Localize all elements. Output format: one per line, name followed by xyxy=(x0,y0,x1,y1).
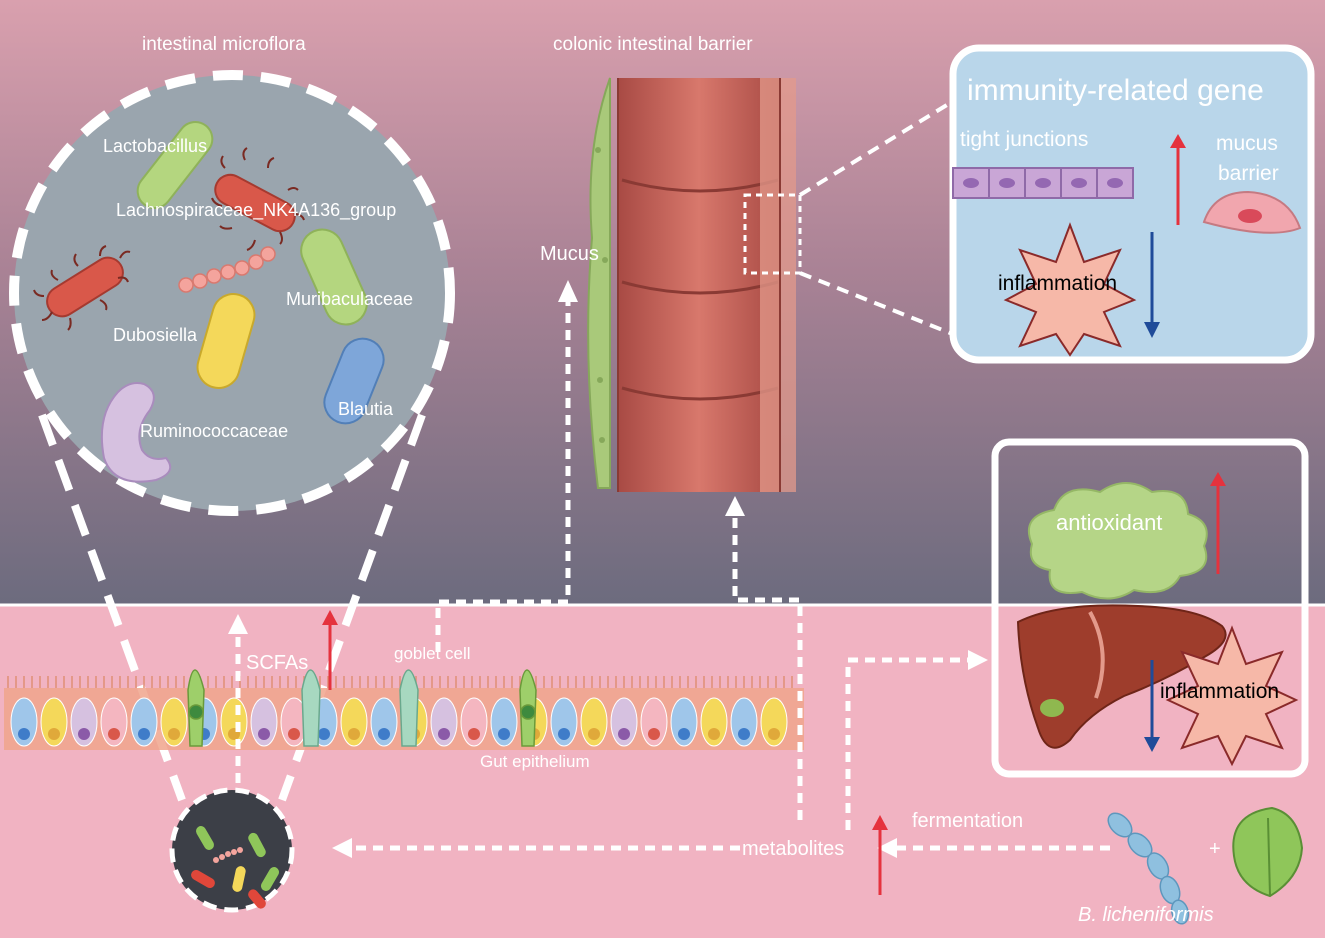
epithelial-cell xyxy=(10,697,38,747)
epithelial-cell xyxy=(610,697,638,747)
liver-down-arrow xyxy=(1144,660,1160,752)
species-label: B. licheniformis xyxy=(1078,904,1214,926)
goblet-cell-label: goblet cell xyxy=(394,644,471,663)
muribaculaceae-bacterium xyxy=(300,228,368,326)
epithelial-cell xyxy=(250,697,278,747)
epithelial-cell xyxy=(340,697,368,747)
antioxidant-label: antioxidant xyxy=(1056,510,1163,535)
green-enteroendocrine-cells xyxy=(187,669,537,747)
red-bacterium-left xyxy=(33,245,131,331)
epithelial-cell xyxy=(280,697,308,747)
flow-arrowheads xyxy=(228,280,988,858)
plant-leaf xyxy=(1232,806,1304,898)
flow-arrows xyxy=(235,300,1110,851)
epithelial-cell xyxy=(640,697,668,747)
epithelial-cell xyxy=(760,697,788,747)
epithelial-cell xyxy=(730,697,758,747)
lachnospiraceae-bacterium xyxy=(211,147,305,251)
liver-panel xyxy=(991,438,1309,778)
epithelial-cell xyxy=(160,697,188,747)
epithelial-cell xyxy=(370,697,398,747)
antioxidant-cloud xyxy=(1027,482,1208,600)
epithelial-cell xyxy=(580,697,608,747)
colon-zoom-box xyxy=(743,193,802,275)
liver-inflammation-star xyxy=(1165,625,1299,767)
epithelial-cell xyxy=(40,697,68,747)
plus-sign: + xyxy=(1209,838,1221,860)
gene-panel-title: immunity-related gene xyxy=(967,74,1264,107)
ruminococcaceae-bacterium xyxy=(100,382,172,483)
liver-inflammation-label: inflammation xyxy=(1160,680,1280,703)
lactobacillus-bacterium xyxy=(136,120,214,210)
bacillus-chain xyxy=(1107,812,1190,925)
metabolites-label: metabolites xyxy=(742,838,845,860)
gut-bacteria-circle xyxy=(169,787,295,913)
dubosiella-bacterium xyxy=(196,293,256,389)
lachnospiraceae-label: Lachnospiraceae_NK4A136_group xyxy=(116,200,397,220)
microflora-heading: intestinal microflora xyxy=(142,34,306,55)
mucus-label: Mucus xyxy=(540,243,599,265)
gene-down-arrow xyxy=(1144,232,1160,338)
goblet-cells xyxy=(301,669,419,747)
colon-zoom-lines xyxy=(798,98,957,337)
gene-up-arrow xyxy=(1170,134,1186,225)
gene-inflammation-star xyxy=(1003,222,1137,357)
gene-inflammation-label: inflammation xyxy=(998,272,1118,295)
epithelial-cell xyxy=(430,697,458,747)
epithelial-cell xyxy=(70,697,98,747)
epithelial-cell xyxy=(550,697,578,747)
blautia-bacterium xyxy=(323,337,385,425)
fermentation-label: fermentation xyxy=(912,810,1024,832)
tight-junction-cells xyxy=(952,167,1134,199)
scfas-up-arrow xyxy=(322,610,338,690)
tight-junctions-label: tight junctions xyxy=(960,128,1089,151)
colon-illustration xyxy=(587,77,796,492)
mucus-barrier-label-line2: barrier xyxy=(1218,162,1279,185)
scfas-label: SCFAs xyxy=(246,652,309,674)
epithelial-cell xyxy=(460,697,488,747)
gut-epithelium-label: Gut epithelium xyxy=(480,752,590,771)
dubosiella-label: Dubosiella xyxy=(113,325,198,345)
ruminococcaceae-label: Ruminococcaceae xyxy=(140,421,289,441)
blautia-label: Blautia xyxy=(338,399,394,419)
mucus-barrier-cell xyxy=(1202,190,1302,234)
lactobacillus-label: Lactobacillus xyxy=(103,136,208,156)
liver-illustration xyxy=(1016,604,1227,749)
mucus-barrier-label-line1: mucus xyxy=(1216,132,1278,155)
epithelial-cell xyxy=(130,697,158,747)
muribaculaceae-label: Muribaculaceae xyxy=(286,289,414,309)
metabolites-up-arrow xyxy=(872,815,888,895)
antioxidant-up-arrow xyxy=(1210,472,1226,574)
epithelial-cell xyxy=(100,697,128,747)
epithelial-cell xyxy=(220,697,248,747)
epithelial-cell xyxy=(670,697,698,747)
epithelial-cell xyxy=(700,697,728,747)
barrier-heading: colonic intestinal barrier xyxy=(553,34,753,55)
epithelial-cell xyxy=(490,697,518,747)
streptococcus-chain xyxy=(178,246,276,293)
